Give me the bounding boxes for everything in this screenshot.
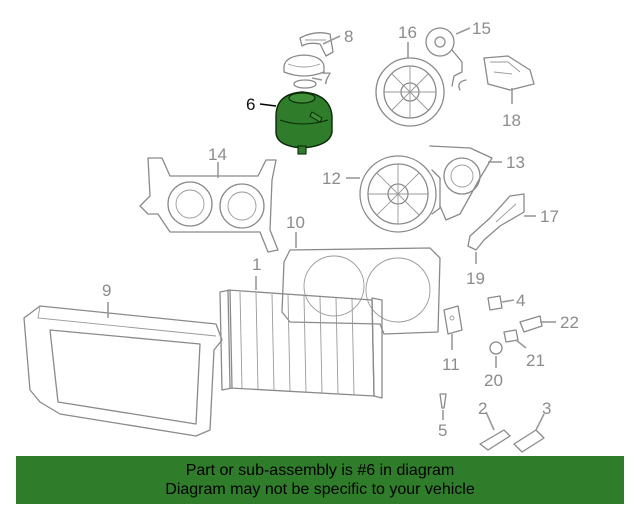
part-6-expansion-tank[interactable]: [275, 91, 333, 155]
part-1-radiator[interactable]: [219, 289, 383, 399]
callout-22: 22: [560, 313, 579, 332]
callout-3: 3: [542, 399, 551, 418]
callout-18: 18: [502, 111, 521, 130]
part-17-bracket[interactable]: [467, 193, 525, 251]
callout-labels: 1 2 3 4 5 6 7 8 9 10 11 12 13 14 15 16 1…: [102, 19, 579, 440]
callout-2: 2: [478, 399, 487, 418]
part-8-clip[interactable]: [299, 32, 334, 57]
part-13-fan-housing[interactable]: [429, 145, 493, 221]
parts-diagram: 1 2 3 4 5 6 7 8 9 10 11 12 13 14 15 16 1…: [23, 19, 579, 453]
callout-13: 13: [506, 153, 525, 172]
callout-19: 19: [466, 269, 485, 288]
part-2-hose[interactable]: [479, 429, 511, 451]
part-14-shroud[interactable]: [139, 157, 279, 253]
part-7-cap[interactable]: [283, 54, 325, 89]
callout-11: 11: [442, 355, 460, 374]
callout-8: 8: [344, 27, 353, 46]
callout-12: 12: [322, 169, 341, 188]
info-banner: Part or sub-assembly is #6 in diagram Di…: [16, 456, 624, 504]
callout-15: 15: [472, 19, 491, 38]
callout-1: 1: [252, 255, 261, 274]
callout-5: 5: [438, 421, 447, 440]
callout-4: 4: [516, 291, 525, 310]
part-20-plug[interactable]: [489, 341, 503, 355]
callout-6-highlighted: 6: [246, 95, 255, 114]
callout-21: 21: [526, 351, 545, 370]
callout-20: 20: [484, 371, 503, 390]
part-5-clip[interactable]: [439, 393, 447, 409]
banner-line-part-info: Part or sub-assembly is #6 in diagram: [185, 462, 455, 479]
part-11-bracket[interactable]: [443, 305, 463, 335]
part-21-connector[interactable]: [503, 329, 519, 343]
leader-lines: [107, 27, 556, 431]
callout-17: 17: [540, 207, 559, 226]
callout-9: 9: [102, 281, 111, 300]
part-4-switch[interactable]: [487, 295, 503, 311]
part-16-fan[interactable]: [375, 57, 445, 127]
part-9-front-panel[interactable]: [23, 305, 223, 437]
callout-16: 16: [398, 23, 417, 42]
banner-line-disclaimer: Diagram may not be specific to your vehi…: [165, 481, 475, 498]
part-12-aux-fan[interactable]: [359, 155, 441, 233]
part-15-fan-motor[interactable]: [425, 27, 463, 87]
part-3-hose[interactable]: [513, 429, 545, 453]
part-22-sensor[interactable]: [519, 315, 543, 333]
callout-10: 10: [286, 213, 305, 232]
part-18-bracket[interactable]: [458, 55, 535, 91]
part-10-radiator-shroud[interactable]: [281, 247, 441, 335]
callout-14: 14: [208, 145, 227, 164]
callout-7: 7: [322, 69, 331, 88]
